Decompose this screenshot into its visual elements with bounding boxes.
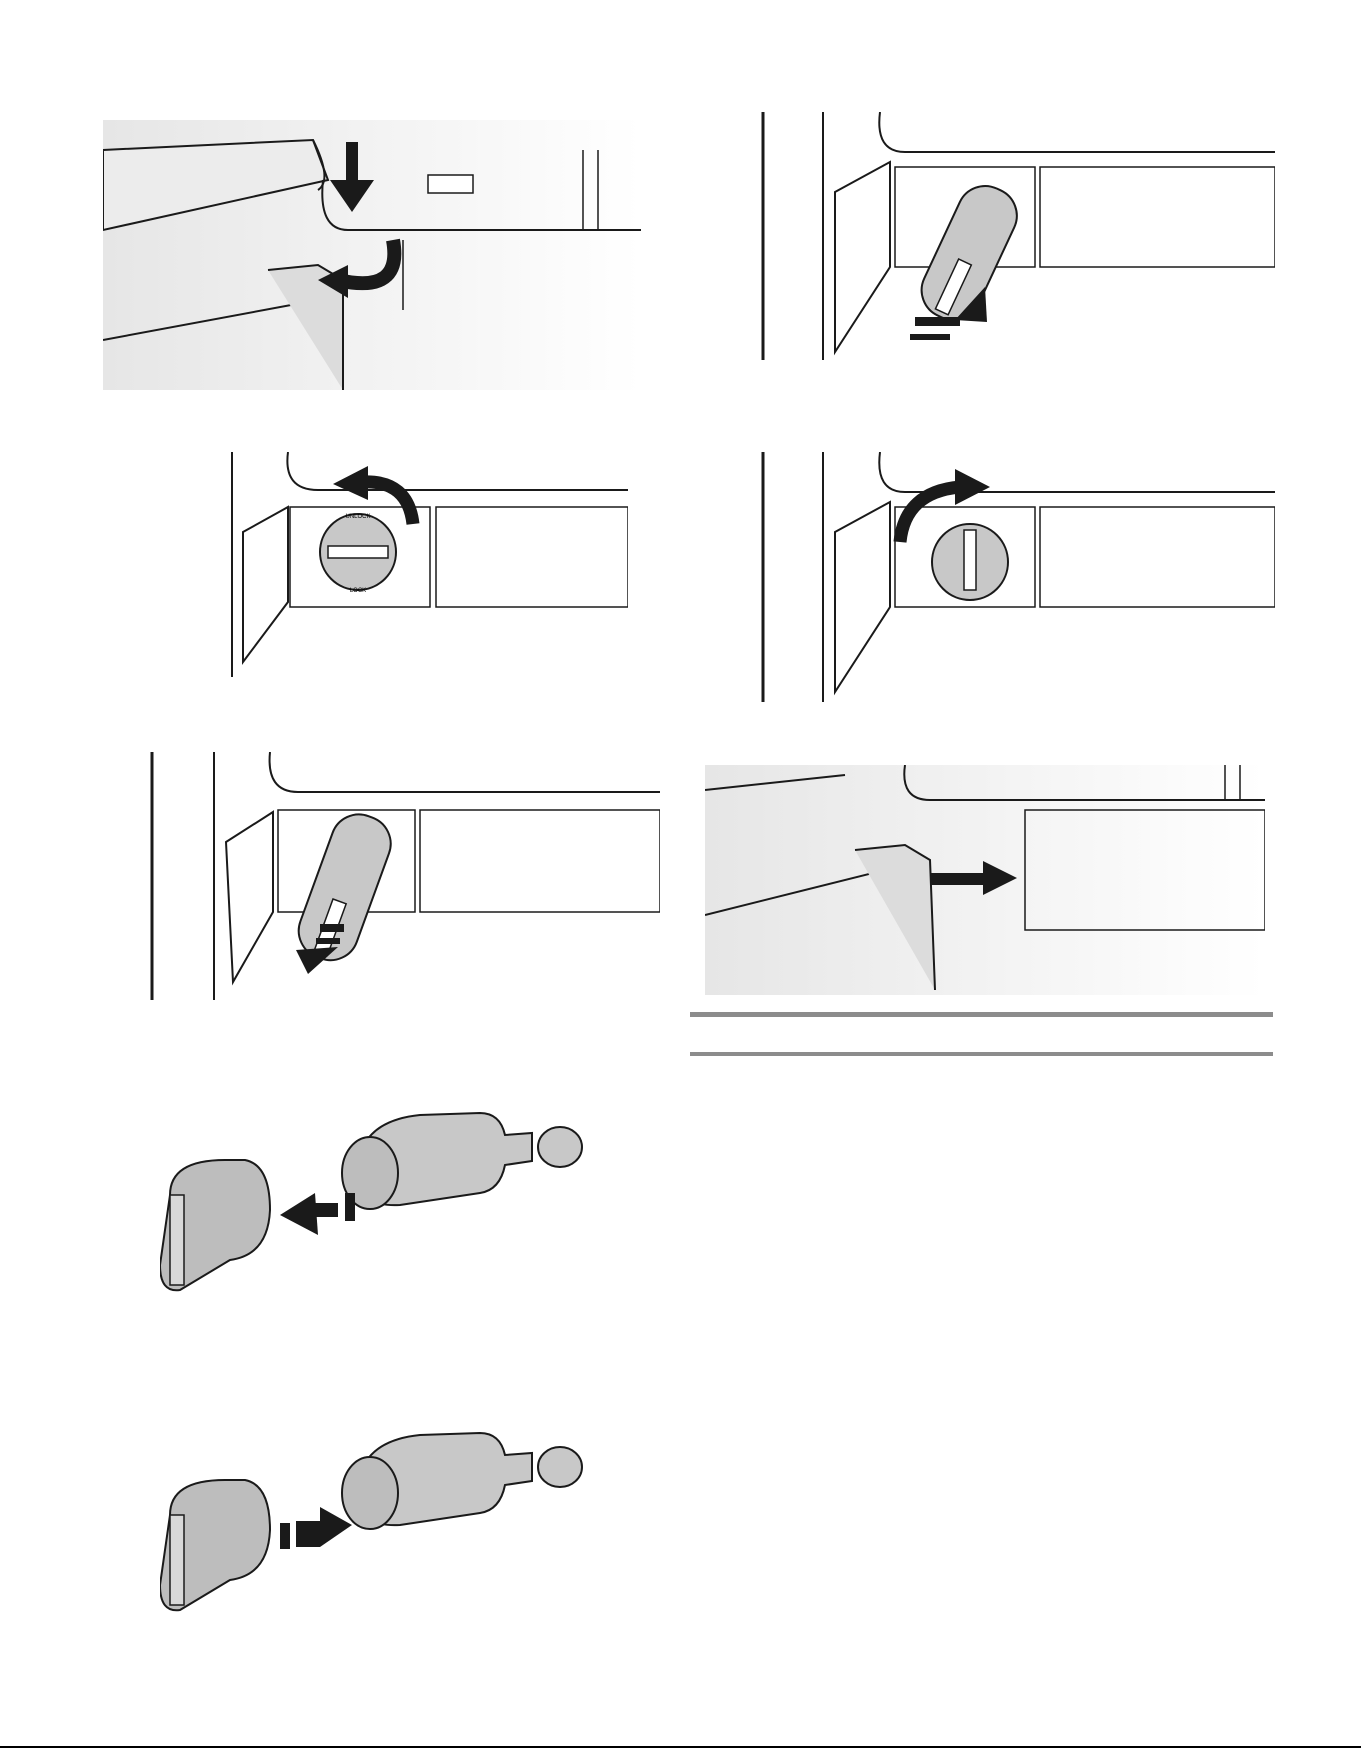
- footer-rule: [0, 1746, 1361, 1748]
- arrow-left-icon: [280, 1193, 355, 1235]
- figure-dial-unlock: UNLOCK LOCK: [228, 452, 628, 677]
- figure-drawer-replace: [705, 765, 1265, 995]
- figure-filter-pull-out: [148, 752, 660, 1002]
- divider-rule: [690, 1012, 1273, 1017]
- divider-rule: [690, 1052, 1273, 1056]
- figure-cap-remove: [160, 1105, 600, 1305]
- figure-cap-attach: [160, 1425, 600, 1625]
- figure-dial-lock: [755, 452, 1275, 702]
- dial-lock-label: LOCK: [350, 588, 366, 594]
- figure-drawer-remove: [103, 120, 641, 390]
- dial-unlock-label: UNLOCK: [345, 514, 370, 520]
- figure-filter-insert: [755, 112, 1275, 362]
- arrow-right-icon: [280, 1507, 352, 1549]
